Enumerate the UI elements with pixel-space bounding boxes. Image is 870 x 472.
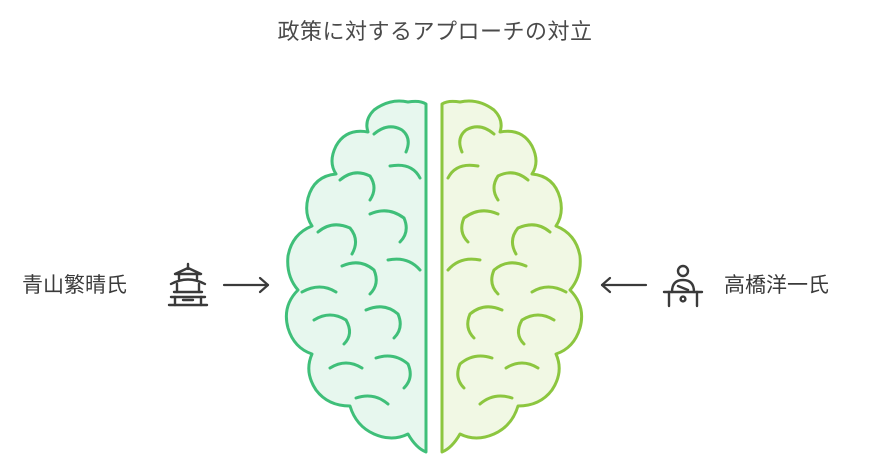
diagram-title: 政策に対するアプローチの対立 (277, 20, 593, 45)
left-hemisphere (284, 99, 428, 454)
arrow-left-icon (600, 276, 648, 294)
speaker-at-desk-icon (662, 264, 704, 308)
right-hemisphere (440, 99, 584, 454)
pagoda-icon (167, 262, 209, 307)
right-person-label: 高橋洋一氏 (724, 273, 829, 297)
brain-diagram (284, 99, 584, 454)
arrow-right-icon (222, 276, 270, 294)
left-person-label: 青山繁晴氏 (22, 273, 127, 297)
